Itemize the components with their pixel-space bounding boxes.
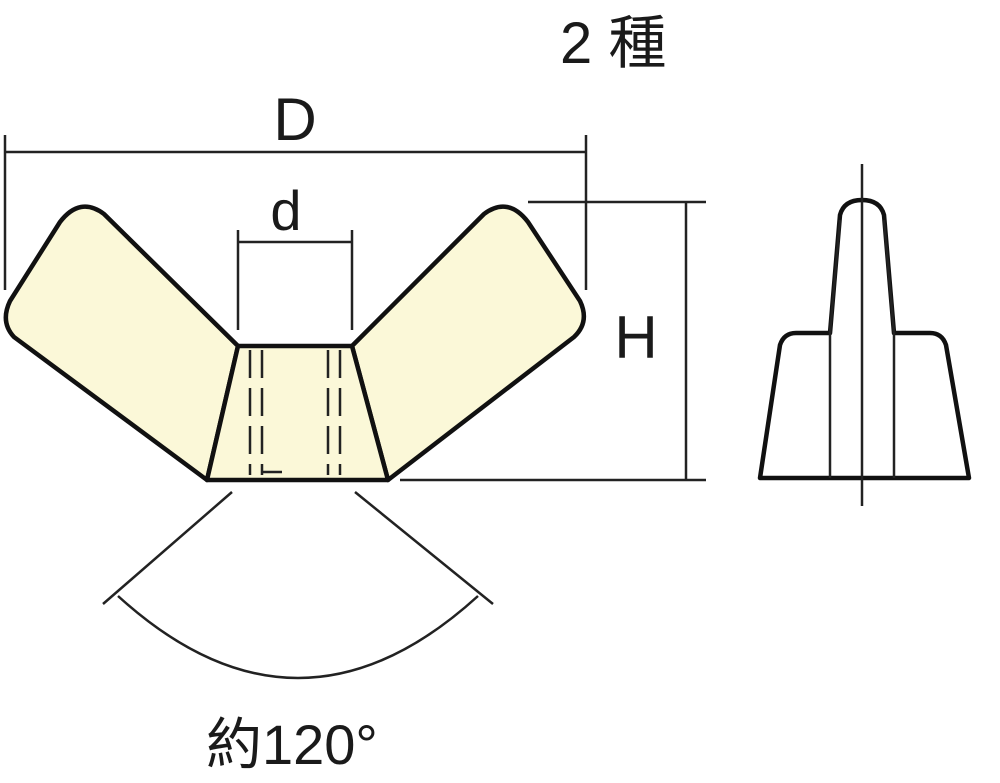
side-view-outline	[757, 197, 972, 481]
side-view-line	[828, 219, 842, 334]
angle-label: 約120°	[206, 713, 378, 776]
side-view-line	[882, 219, 896, 334]
dimension-D: D	[3, 86, 588, 290]
dimension-label-D: D	[273, 86, 316, 153]
side-view	[757, 164, 972, 506]
right-wing	[349, 204, 587, 483]
dimension-H: H	[400, 200, 706, 482]
dimension-label-H: H	[614, 304, 657, 371]
dimension-label-d: d	[270, 179, 301, 242]
type-title: 2 種	[560, 11, 666, 76]
central-boss	[204, 343, 391, 483]
dimension-d: d	[236, 179, 354, 330]
front-view	[3, 204, 587, 483]
angle-annotation: 約120°	[102, 491, 494, 776]
left-wing	[3, 204, 241, 483]
